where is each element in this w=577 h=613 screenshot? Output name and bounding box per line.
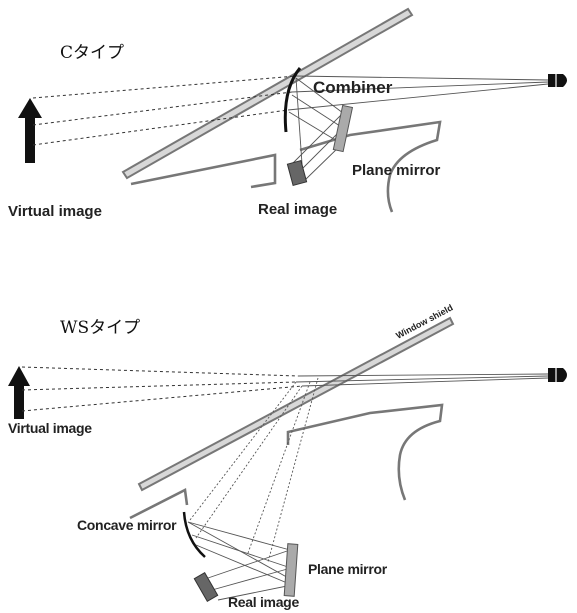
dashboard-right (299, 120, 442, 213)
window-shield-bar (137, 316, 455, 492)
ws-eye-icon (548, 368, 567, 382)
plane-mirror (332, 104, 354, 153)
virtual-ray-3 (32, 109, 289, 146)
ws-dashboard-right (286, 403, 444, 501)
ws-inner-ray-11 (217, 584, 293, 601)
ws-plane-mirror-label: Plane mirror (308, 561, 388, 577)
c-type-diagram: Cタイプ Combiner (8, 7, 567, 220)
eye-ray-3 (287, 83, 549, 111)
ws-real-image-display (193, 572, 219, 602)
ws-virtual-image-arrow (8, 366, 30, 419)
ws-eye-ray-1 (297, 373, 549, 377)
ws-inner-ray-7 (195, 544, 293, 586)
inner-ray-7 (295, 77, 304, 179)
dashboard-left (130, 153, 277, 189)
windshield-bar (121, 7, 414, 180)
inner-ray-3 (288, 111, 343, 145)
ws-inner-ray-8 (187, 521, 293, 581)
ws-plane-mirror (283, 543, 299, 597)
ws-inner-ray-10 (211, 567, 292, 591)
virtual-image-label: Virtual image (8, 203, 102, 220)
ws-eye-ray-3 (301, 377, 549, 387)
concave-mirror (182, 511, 206, 558)
inner-ray-5 (298, 127, 344, 173)
ws-inner-ray-2 (195, 385, 303, 539)
eye-ray-2 (291, 81, 549, 93)
c-type-title: Cタイプ (60, 43, 124, 63)
concave-mirror-label: Concave mirror (77, 517, 177, 533)
real-image-display (286, 159, 308, 187)
ws-virtual-ray-3 (21, 385, 303, 412)
ws-eye-ray-2 (295, 375, 549, 383)
ws-inner-ray-3 (247, 381, 311, 554)
ws-inner-ray-9 (207, 549, 291, 579)
eye-icon (548, 74, 567, 87)
ws-inner-ray-5 (187, 521, 291, 551)
ws-virtual-ray-2 (21, 381, 297, 391)
plane-mirror-label: Plane mirror (352, 162, 441, 179)
ws-type-diagram: WSタイプ Window shield (8, 302, 567, 610)
virtual-ray-2 (32, 91, 293, 126)
ws-inner-ray-1 (189, 381, 297, 521)
virtual-ray-1 (32, 75, 297, 99)
ws-virtual-ray-1 (21, 366, 299, 377)
ws-type-title: WSタイプ (60, 318, 140, 338)
eye-ray-1 (295, 75, 549, 81)
combiner-label: Combiner (313, 78, 393, 97)
combiner-mirror (283, 67, 302, 133)
ws-virtual-image-label: Virtual image (8, 420, 92, 436)
inner-ray-1 (295, 77, 344, 114)
ws-dashboard-left (129, 488, 189, 520)
real-image-label: Real image (258, 201, 337, 218)
inner-ray-2 (291, 94, 344, 129)
ws-real-image-label: Real image (228, 594, 299, 610)
virtual-image-arrow (18, 98, 42, 163)
